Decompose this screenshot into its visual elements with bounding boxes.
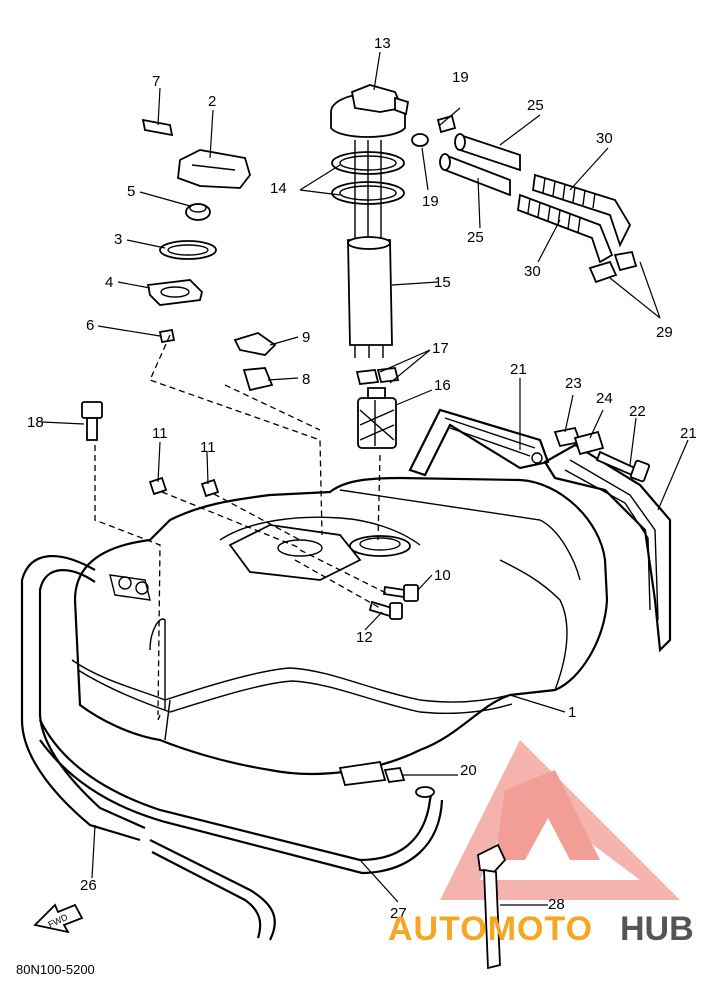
damper-24 xyxy=(573,430,605,456)
clip-20 xyxy=(383,767,406,783)
callout-11-left: 11 xyxy=(152,425,168,442)
callout-25-bottom: 25 xyxy=(467,229,484,246)
callout-11-right: 11 xyxy=(200,439,216,456)
callout-labels: 13 7 2 19 25 30 5 14 19 25 3 30 4 15 6 9… xyxy=(27,35,697,922)
callout-13: 13 xyxy=(374,35,391,52)
callout-22: 22 xyxy=(629,403,646,420)
hose-30-lower xyxy=(517,193,614,264)
hose-30-upper xyxy=(532,173,632,248)
hose-25-upper xyxy=(454,133,521,172)
callout-7: 7 xyxy=(152,73,160,90)
watermark-logo xyxy=(440,740,680,900)
callout-27: 27 xyxy=(390,905,407,922)
callout-15: 15 xyxy=(434,274,451,291)
callout-14: 14 xyxy=(270,180,287,197)
callout-24: 24 xyxy=(596,390,613,407)
callout-30-top: 30 xyxy=(596,130,613,147)
watermark-inner-mark xyxy=(495,770,600,860)
callout-26: 26 xyxy=(80,877,97,894)
key-28 xyxy=(477,843,507,970)
hose-clamp-19 xyxy=(411,114,457,147)
fuel-tank-body xyxy=(71,476,609,786)
bolt-18 xyxy=(81,401,103,441)
leader-lines xyxy=(41,51,689,906)
tank-strap-left xyxy=(408,408,550,477)
ring-4 xyxy=(146,279,203,306)
tank-strap-right xyxy=(543,443,672,653)
callout-4: 4 xyxy=(105,274,113,291)
callout-23: 23 xyxy=(565,375,582,392)
callout-28: 28 xyxy=(548,896,565,913)
callout-8: 8 xyxy=(302,371,310,388)
callout-9: 9 xyxy=(302,329,310,346)
callout-25-top: 25 xyxy=(527,97,544,114)
callout-6: 6 xyxy=(86,317,94,334)
callout-12: 12 xyxy=(356,629,373,646)
callout-1: 1 xyxy=(568,704,576,721)
spring-5 xyxy=(185,203,211,221)
clip-6 xyxy=(158,328,176,344)
callout-29: 29 xyxy=(656,324,673,341)
watermark-text-suffix: HUB xyxy=(620,910,694,948)
hose-25-lower xyxy=(439,153,511,197)
callout-20: 20 xyxy=(460,762,477,779)
callout-19-bottom: 19 xyxy=(422,193,439,210)
watermark-text-prefix: AUTOMOTO xyxy=(388,910,593,948)
hose-26 xyxy=(20,554,276,941)
fuel-filter-16 xyxy=(357,387,397,449)
hose-clamp-29 xyxy=(588,250,638,284)
callout-2: 2 xyxy=(208,93,216,110)
bolt-22 xyxy=(595,450,650,483)
cap-2 xyxy=(177,149,251,189)
hose-clamp-17 xyxy=(355,367,400,385)
clip-8 xyxy=(242,367,274,392)
callout-19-top: 19 xyxy=(452,69,469,86)
assembly-lines xyxy=(94,334,391,716)
fwd-arrow: FWD xyxy=(33,903,84,934)
gasket-3 xyxy=(159,240,217,260)
watermark-text: AUTOMOTO HUB xyxy=(388,910,694,948)
callout-21-right: 21 xyxy=(680,425,697,442)
bolt-10 xyxy=(382,584,419,602)
callout-17: 17 xyxy=(432,340,449,357)
fuel-pump-assembly xyxy=(330,84,410,358)
key-7 xyxy=(141,118,174,137)
bolt-12 xyxy=(368,600,403,620)
callout-3: 3 xyxy=(114,231,122,248)
callout-5: 5 xyxy=(127,183,135,200)
callout-21-left: 21 xyxy=(510,361,527,378)
callout-10: 10 xyxy=(434,567,451,584)
callout-18: 18 xyxy=(27,414,44,431)
callout-16: 16 xyxy=(434,377,451,394)
diagram-code: 80N100-5200 xyxy=(16,962,95,977)
clip-9 xyxy=(233,332,277,356)
hose-27 xyxy=(39,719,444,875)
callout-30-bottom: 30 xyxy=(524,263,541,280)
nut-11-right xyxy=(200,478,220,498)
